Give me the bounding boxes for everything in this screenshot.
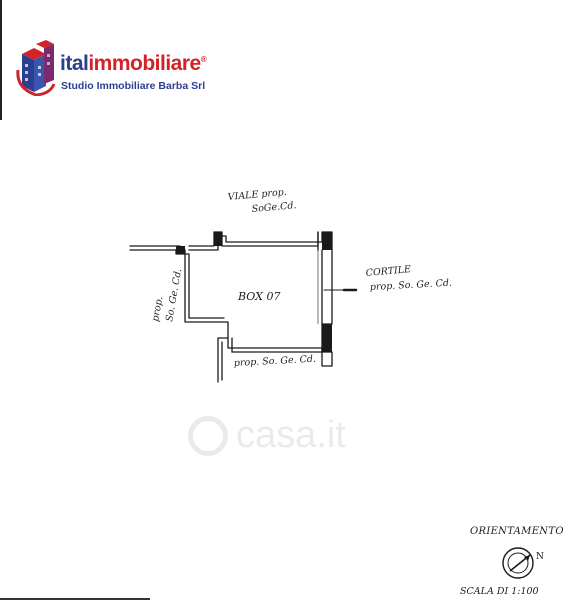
- room-label: BOX 07: [237, 290, 280, 303]
- page-edge-rule: [0, 0, 2, 120]
- bottom-label: prop. So. Ge. Cd.: [234, 354, 317, 369]
- page-bottom-rule: [0, 598, 150, 600]
- wall-left-top: [129, 245, 229, 383]
- brand-header: italimmobiliare® Studio Immobiliare Barb…: [16, 40, 246, 100]
- north-letter: N: [536, 552, 544, 562]
- left-label-line2: So. Ge. Cd.: [164, 268, 184, 323]
- right-label-line2: prop. So. Ge. Cd.: [370, 278, 453, 293]
- italimmobiliare-logo-icon: [16, 40, 56, 96]
- wall-top-inner: [188, 231, 333, 251]
- wall-top: [188, 231, 319, 247]
- top-label-line1: VIALE prop.: [227, 187, 287, 203]
- left-label-line1: prop.: [150, 296, 165, 323]
- brand-subtitle: Studio Immobiliare Barba Srl: [61, 80, 206, 92]
- watermark-text: casa.it: [236, 414, 346, 456]
- scale-label: SCALA DI 1:100: [460, 586, 539, 597]
- top-label-line2: SoGe.Cd.: [251, 200, 297, 215]
- registered-mark: ®: [200, 55, 207, 64]
- casa-watermark: casa.it: [186, 412, 386, 462]
- north-arrow-icon: N: [502, 547, 544, 579]
- right-label-line1: CORTILE: [365, 264, 411, 279]
- brand-name: italimmobiliare®: [60, 52, 207, 75]
- casa-logo-icon: [188, 416, 228, 456]
- orientation-title: ORIENTAMENTO: [470, 526, 564, 537]
